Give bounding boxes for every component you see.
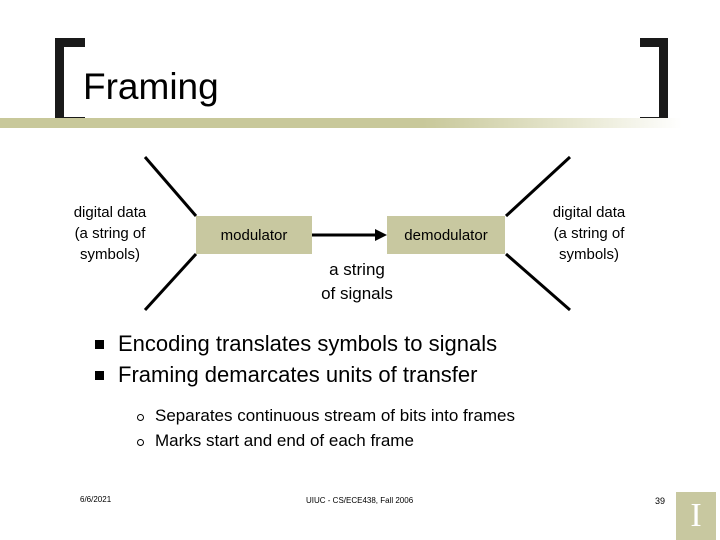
demodulator-label: demodulator <box>404 226 488 244</box>
university-logo: I <box>676 492 716 540</box>
footer-course: UIUC - CS/ECE438, Fall 2006 <box>306 496 414 505</box>
circle-bullet-icon <box>125 404 155 424</box>
logo-glyph: I <box>690 497 702 534</box>
modulator-label: modulator <box>220 226 288 244</box>
diagram-box-demodulator: demodulator <box>387 216 505 254</box>
bullet-text: Framing demarcates units of transfer <box>118 362 478 387</box>
sub-bullet-text: Separates continuous stream of bits into… <box>155 406 516 425</box>
sub-list-item: Marks start and end of each frame <box>0 429 720 453</box>
sub-bullet-text: Marks start and end of each frame <box>155 431 414 450</box>
bullet-list: Encoding translates symbols to signals F… <box>0 330 720 454</box>
square-bullet-icon <box>80 330 118 353</box>
diagram-left-label: digital data (a string of symbols) <box>73 204 147 263</box>
sub-list-item: Separates continuous stream of bits into… <box>0 404 720 428</box>
footer-page-number: 39 <box>655 496 666 506</box>
title-bracket-left <box>55 38 85 126</box>
bullet-text: Encoding translates symbols to signals <box>118 331 498 356</box>
circle-bullet-icon <box>125 429 155 449</box>
list-item: Encoding translates symbols to signals <box>0 330 720 358</box>
list-item: Framing demarcates units of transfer <box>0 361 720 389</box>
title-bracket-right <box>640 38 668 126</box>
spacer <box>0 392 720 404</box>
diagram-lines <box>143 155 572 312</box>
diagram-right-label: digital data (a string of symbols) <box>552 204 626 263</box>
square-bullet-icon <box>80 361 118 384</box>
page-title: Framing <box>83 66 219 107</box>
diagram-signal-label: a string of signals <box>321 260 393 303</box>
encoding-diagram: digital data (a string of symbols) modul… <box>0 150 720 320</box>
diagram-box-modulator: modulator <box>196 216 312 254</box>
title-underline <box>0 118 682 128</box>
footer-date: 6/6/2021 <box>80 495 112 504</box>
